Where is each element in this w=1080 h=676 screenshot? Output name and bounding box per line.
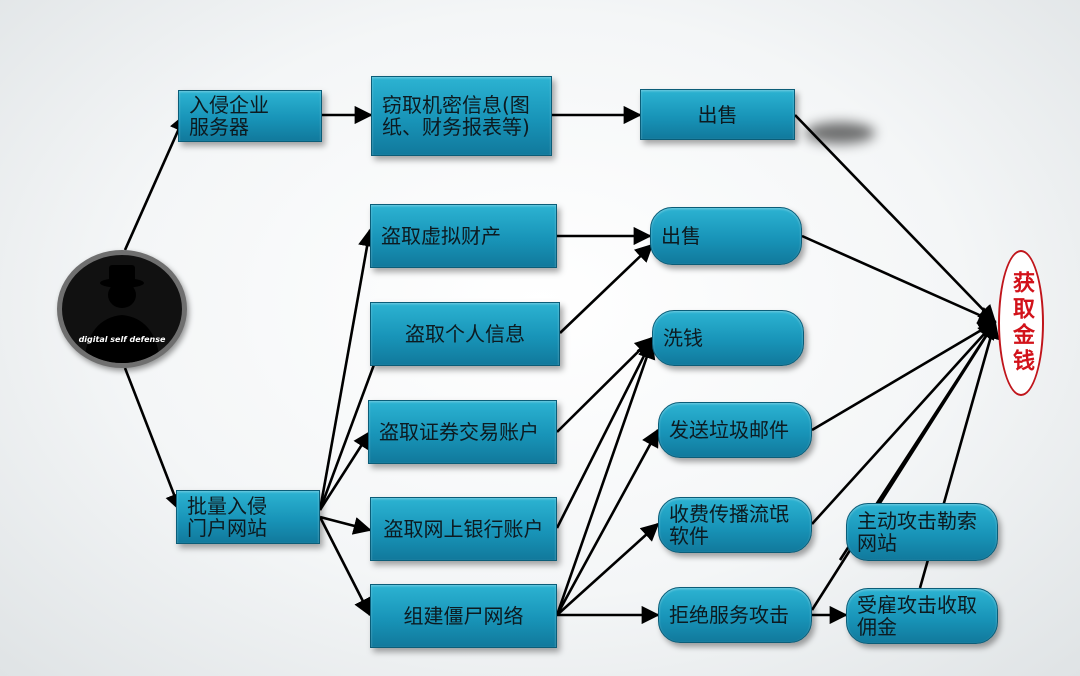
node-steal-secrets: 窃取机密信息(图纸、财务报表等) bbox=[371, 76, 552, 156]
hacker-silhouette-icon bbox=[84, 265, 160, 363]
edge-botnet-to-rogueware bbox=[556, 522, 660, 616]
node-hired-attack: 受雇攻击收取佣金 bbox=[846, 588, 998, 644]
edge-mass-to-virtual bbox=[318, 228, 377, 511]
edge-mass-to-bank bbox=[319, 515, 372, 535]
node-launder: 洗钱 bbox=[652, 310, 804, 366]
node-profit: 获取金钱 bbox=[998, 250, 1044, 396]
node-ransom-websites: 主动攻击勒索网站 bbox=[846, 503, 998, 561]
decorative-shadow bbox=[805, 122, 875, 144]
node-send-spam: 发送垃圾邮件 bbox=[658, 402, 812, 458]
node-ddos: 拒绝服务攻击 bbox=[658, 587, 812, 643]
node-mass-intrude: 批量入侵门户网站 bbox=[176, 490, 320, 544]
edge-bank-to-launder bbox=[555, 338, 654, 529]
node-intrude-server: 入侵企业服务器 bbox=[178, 90, 322, 142]
node-steal-personal-info: 盗取个人信息 bbox=[370, 302, 560, 366]
edge-sell-2-to-profit bbox=[801, 234, 997, 324]
edge-securities-to-launder bbox=[556, 336, 654, 433]
edge-botnet-to-spam bbox=[555, 428, 660, 616]
edge-hacker-to-intrude-server bbox=[123, 113, 187, 251]
edge-personal-to-sell-2 bbox=[559, 243, 654, 334]
edge-hacker-to-mass-intrude bbox=[123, 367, 183, 512]
edge-mass-to-securities bbox=[318, 430, 372, 511]
node-spread-rogueware: 收费传播流氓软件 bbox=[658, 497, 812, 553]
node-sell-2: 出售 bbox=[650, 207, 802, 265]
hacker-caption: digital self defense bbox=[78, 335, 166, 344]
node-build-botnet: 组建僵尸网络 bbox=[370, 584, 557, 648]
edge-sell-1-to-profit bbox=[794, 114, 997, 324]
node-steal-virtual-assets: 盗取虚拟财产 bbox=[370, 204, 557, 268]
edge-spam-to-profit bbox=[811, 320, 997, 432]
edge-mass-to-botnet bbox=[318, 516, 372, 617]
edge-botnet-to-launder bbox=[555, 340, 656, 616]
node-steal-securities-account: 盗取证券交易账户 bbox=[368, 400, 557, 464]
edge-rogueware-to-profit bbox=[811, 320, 997, 525]
hacker-avatar: digital self defense bbox=[57, 250, 187, 368]
node-steal-bank-account: 盗取网上银行账户 bbox=[370, 497, 557, 561]
node-sell-1: 出售 bbox=[640, 89, 795, 140]
